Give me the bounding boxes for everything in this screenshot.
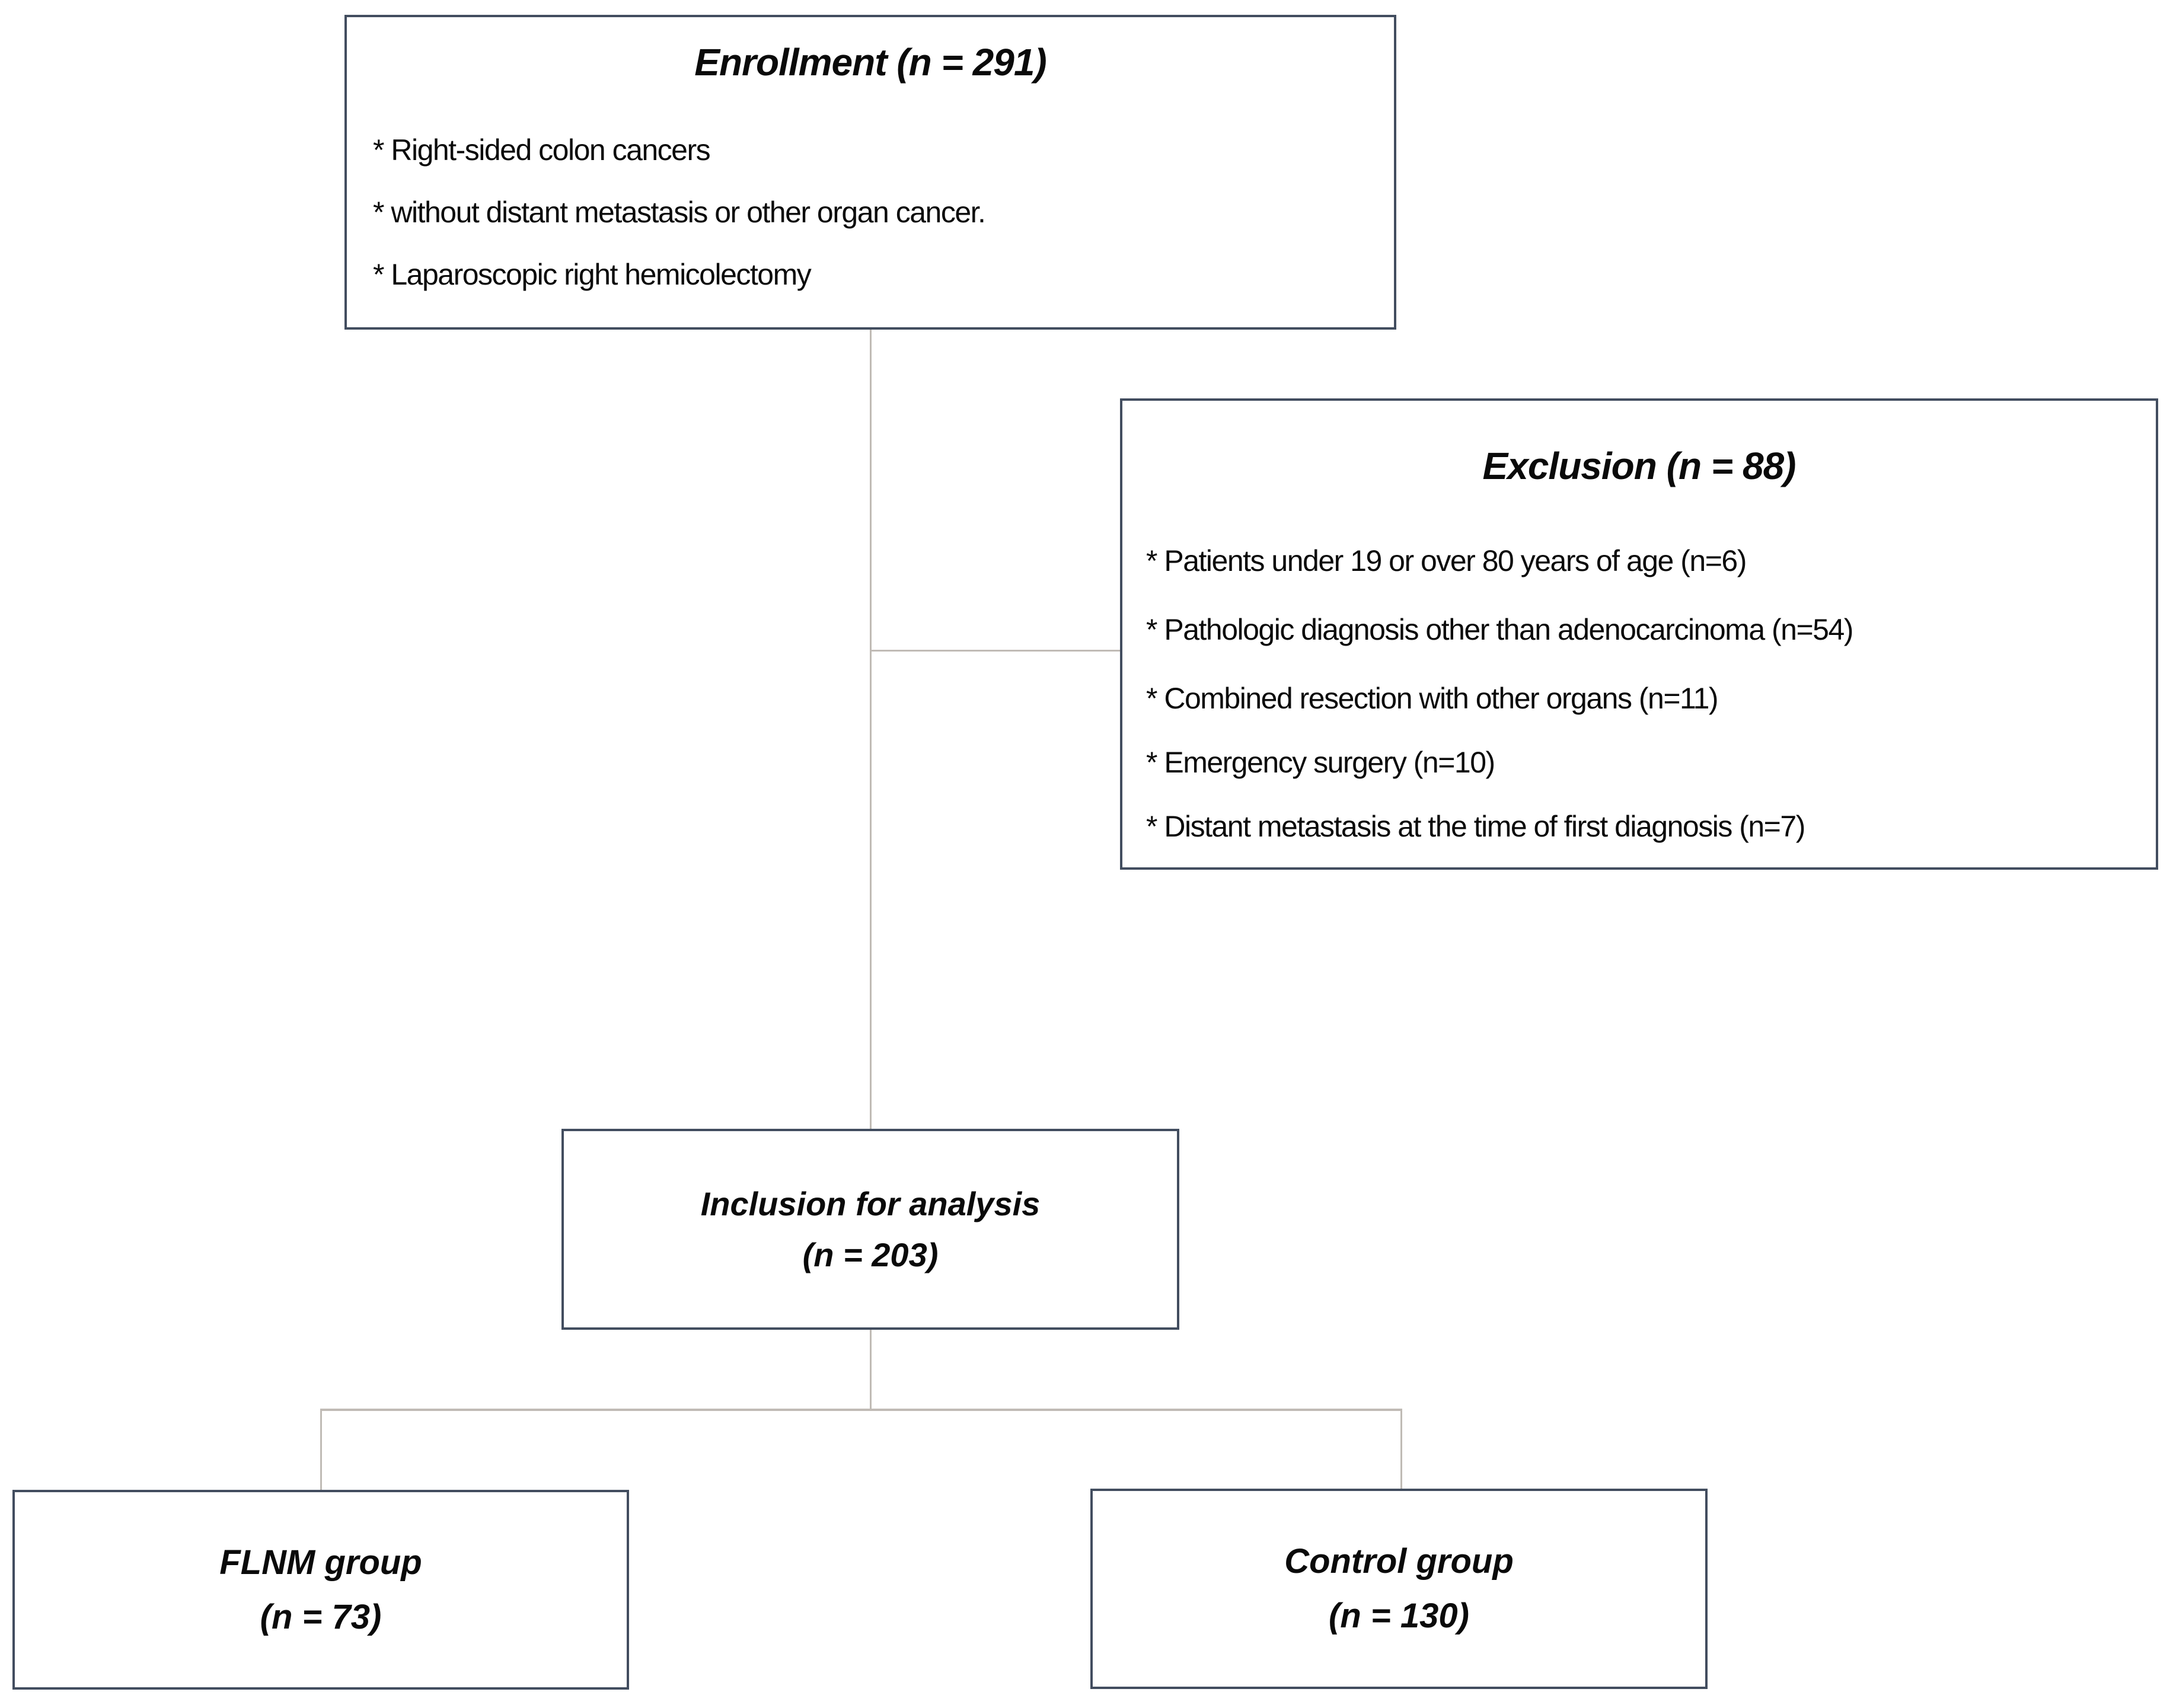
enrollment-title: Enrollment (n = 291) (694, 41, 1046, 84)
connector-inclusion-to-split (870, 1330, 872, 1410)
exclusion-bullet-1: * Patients under 19 or over 80 years of … (1146, 544, 1747, 577)
exclusion-box: Exclusion (n = 88) * Patients under 19 o… (1120, 398, 2158, 870)
exclusion-bullet-2: * Pathologic diagnosis other than adenoc… (1146, 613, 1853, 646)
connector-branch-to-exclusion (870, 650, 1120, 652)
exclusion-title: Exclusion (n = 88) (1482, 445, 1797, 487)
flnm-group-box: FLNM group (n = 73) (12, 1490, 629, 1690)
connector-enrollment-to-inclusion (870, 330, 872, 1129)
connector-drop-to-flnm (320, 1409, 322, 1490)
enrollment-bullet-1: * Right-sided colon cancers (373, 133, 711, 167)
connector-drop-to-control (1400, 1409, 1402, 1489)
exclusion-bullet-3: * Combined resection with other organs (… (1146, 682, 1719, 715)
enrollment-bullet-2: * without distant metastasis or other or… (373, 196, 986, 229)
exclusion-bullet-5: * Distant metastasis at the time of firs… (1146, 810, 1805, 843)
control-group-box: Control group (n = 130) (1090, 1489, 1708, 1689)
exclusion-bullet-4: * Emergency surgery (n=10) (1146, 746, 1495, 779)
flnm-group-line2: (n = 73) (260, 1597, 382, 1636)
enrollment-box: Enrollment (n = 291) * Right-sided colon… (344, 15, 1396, 330)
inclusion-box: Inclusion for analysis (n = 203) (561, 1129, 1179, 1330)
enrollment-bullet-3: * Laparoscopic right hemicolectomy (373, 258, 812, 291)
inclusion-title-line1: Inclusion for analysis (700, 1185, 1041, 1222)
flnm-group-line1: FLNM group (219, 1543, 422, 1582)
control-group-line1: Control group (1284, 1542, 1514, 1581)
inclusion-title-line2: (n = 203) (802, 1235, 939, 1273)
control-group-line2: (n = 130) (1329, 1597, 1469, 1635)
connector-split-horizontal (320, 1409, 1402, 1411)
